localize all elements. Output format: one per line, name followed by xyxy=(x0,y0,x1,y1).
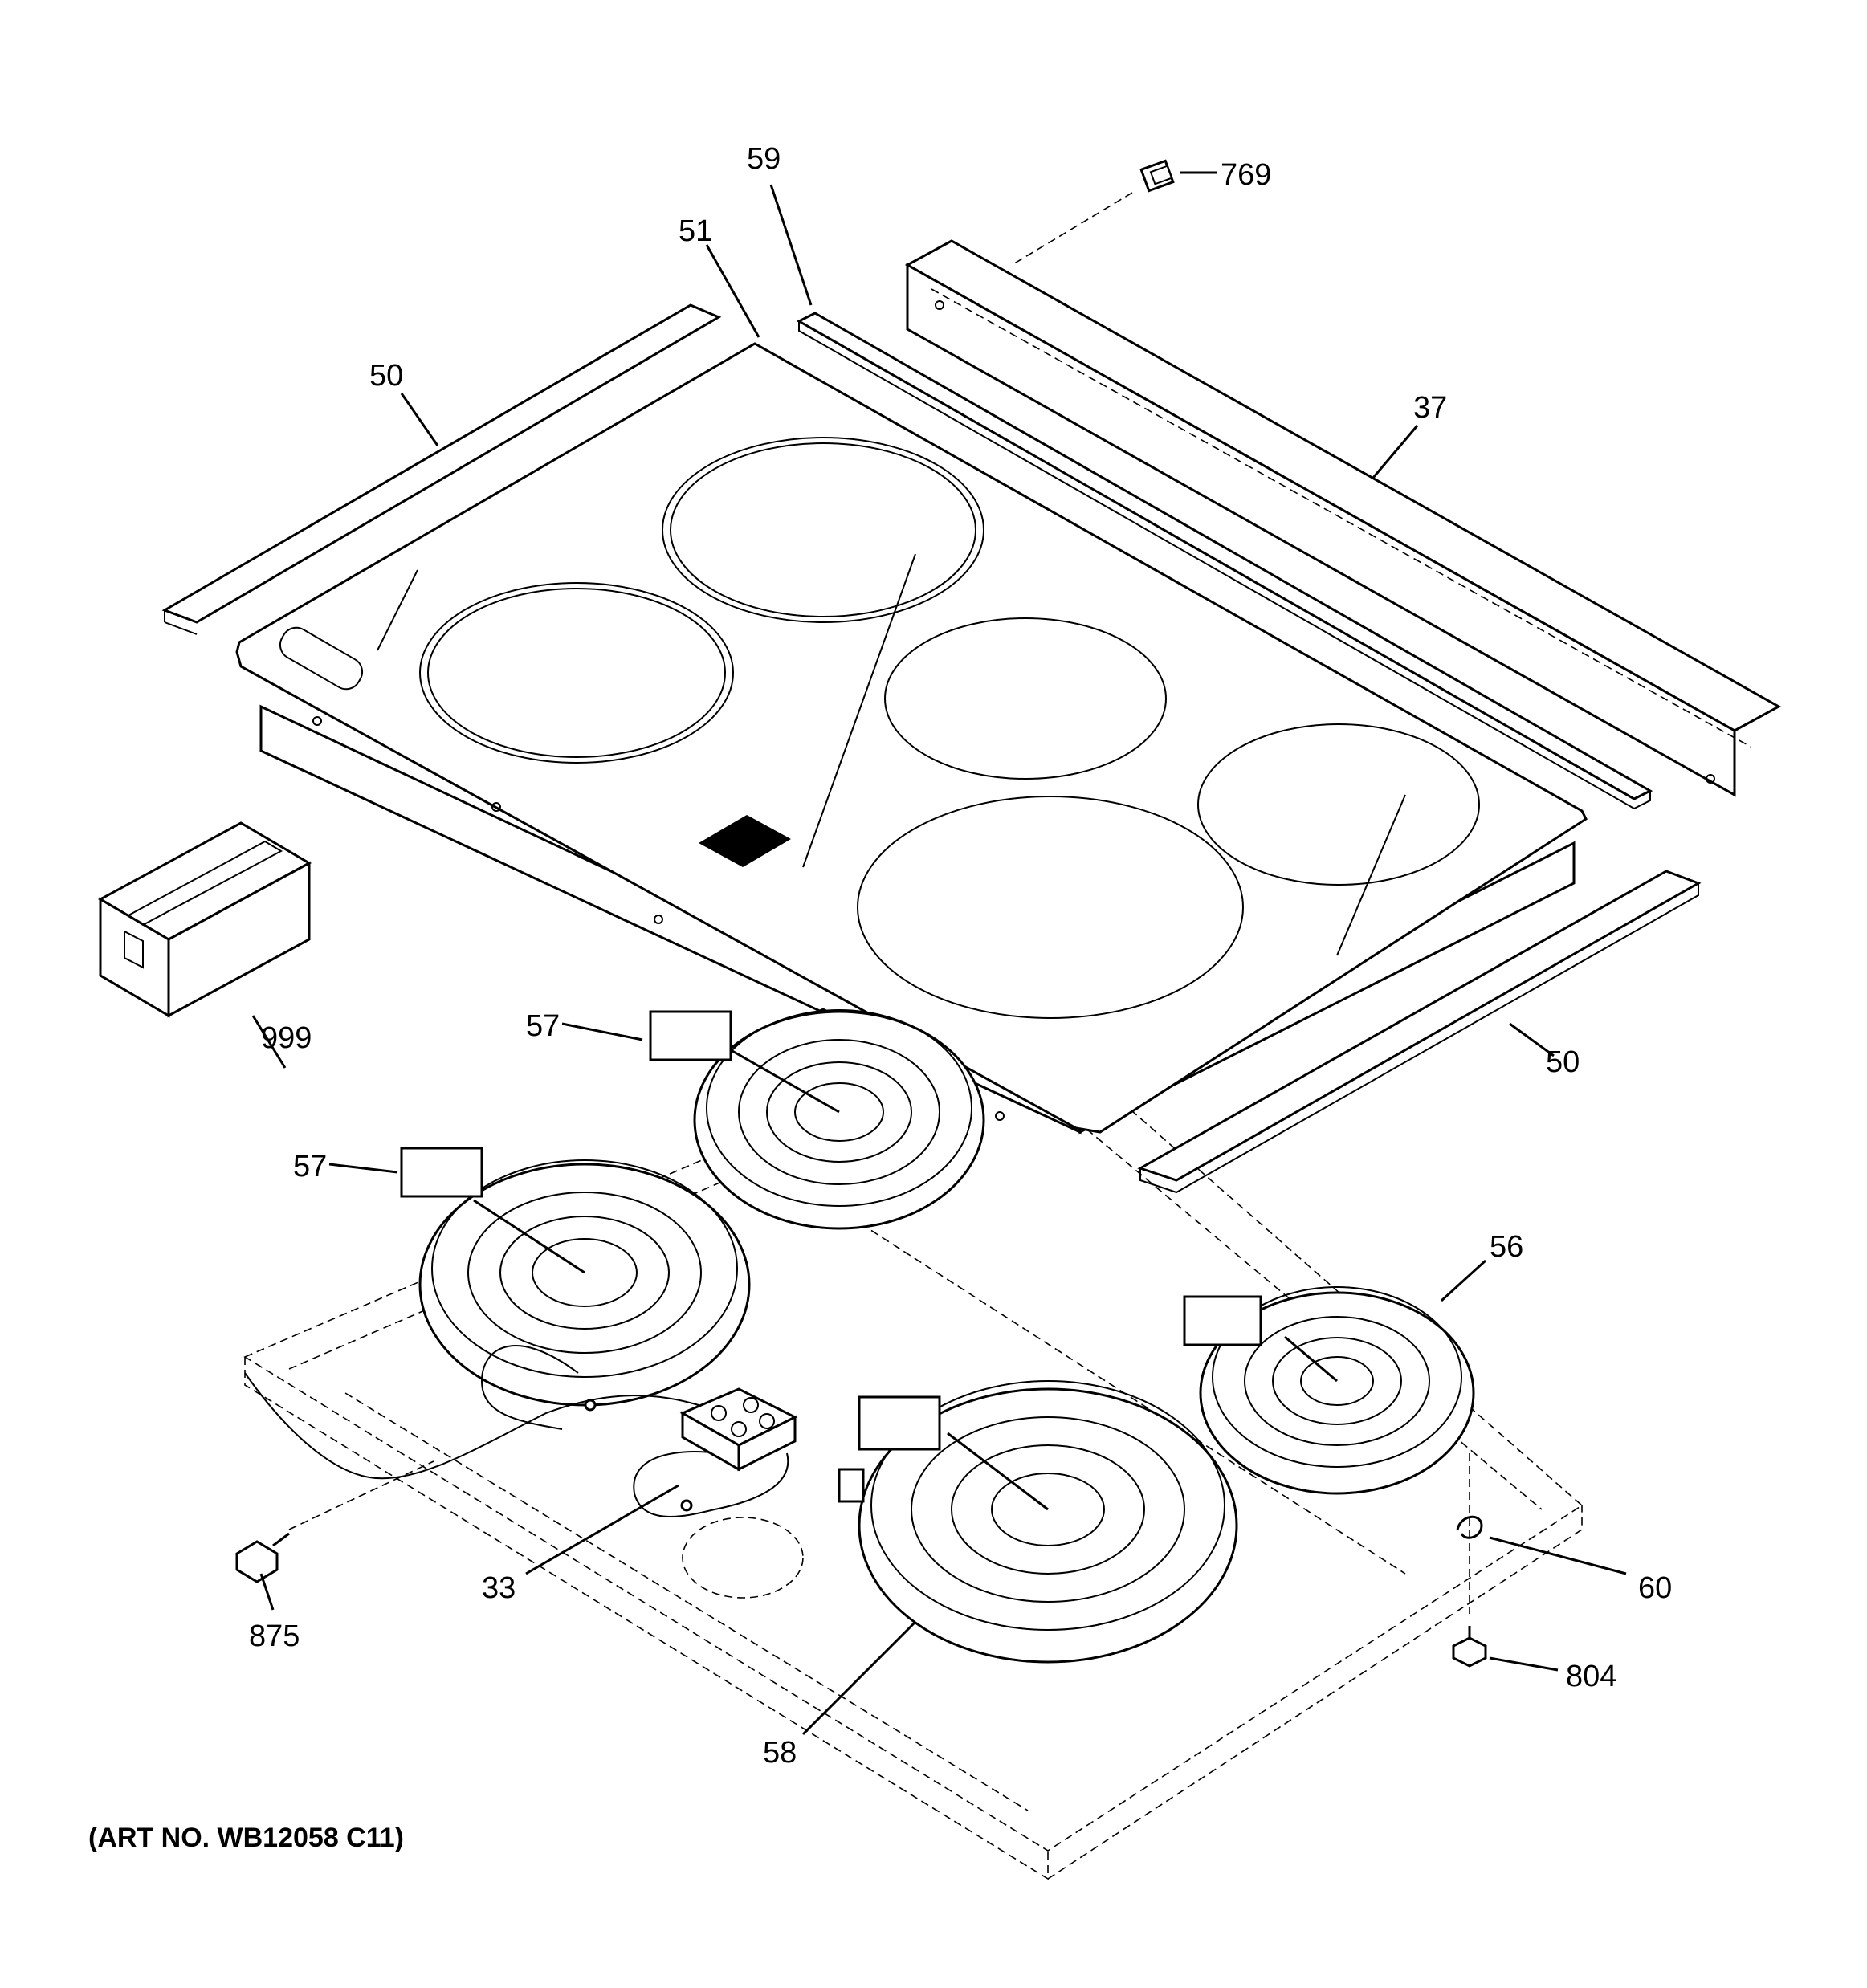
callout-50-right: 50 xyxy=(1546,1045,1580,1079)
callout-51: 51 xyxy=(679,214,712,248)
callout-59: 59 xyxy=(747,142,781,176)
callout-57-front: 57 xyxy=(293,1150,327,1183)
screw-769-icon xyxy=(1011,159,1175,266)
callout-875: 875 xyxy=(249,1619,300,1653)
art-number: (ART NO. WB12058 C11) xyxy=(88,1823,404,1853)
callout-769: 769 xyxy=(1221,158,1271,192)
control-label-patch xyxy=(699,815,791,867)
callout-labels: 769 59 51 50 37 999 57 50 57 56 33 60 87… xyxy=(249,142,1672,1770)
callout-804: 804 xyxy=(1566,1660,1616,1693)
ge-logo-badge xyxy=(279,626,364,691)
callout-37: 37 xyxy=(1413,391,1447,425)
rear-trim-bracket xyxy=(904,239,1782,797)
radiant-element-front-left xyxy=(400,1147,751,1407)
instruction-carton-icon xyxy=(97,821,312,1018)
callout-58: 58 xyxy=(763,1736,797,1770)
trim-strip-right xyxy=(1137,870,1702,1194)
callout-33: 33 xyxy=(482,1571,516,1605)
leader-lines xyxy=(251,171,1627,1736)
radiant-element-rear-left xyxy=(649,1009,985,1230)
screw-804-icon xyxy=(1452,1626,1487,1668)
screw-875-icon xyxy=(235,1460,434,1583)
callout-50-left: 50 xyxy=(369,359,403,393)
radiant-element-rear-right xyxy=(1183,1286,1475,1495)
rear-seal-strip xyxy=(796,312,1653,810)
callout-60: 60 xyxy=(1638,1571,1672,1605)
callout-999: 999 xyxy=(261,1021,312,1055)
terminal-block-wiring xyxy=(244,1345,804,1599)
callout-57-rear: 57 xyxy=(526,1009,560,1043)
callout-56: 56 xyxy=(1490,1230,1523,1264)
radiant-element-front-right xyxy=(838,1380,1238,1664)
clip-60-icon xyxy=(1456,1453,1483,1614)
trim-strip-left xyxy=(161,303,722,635)
